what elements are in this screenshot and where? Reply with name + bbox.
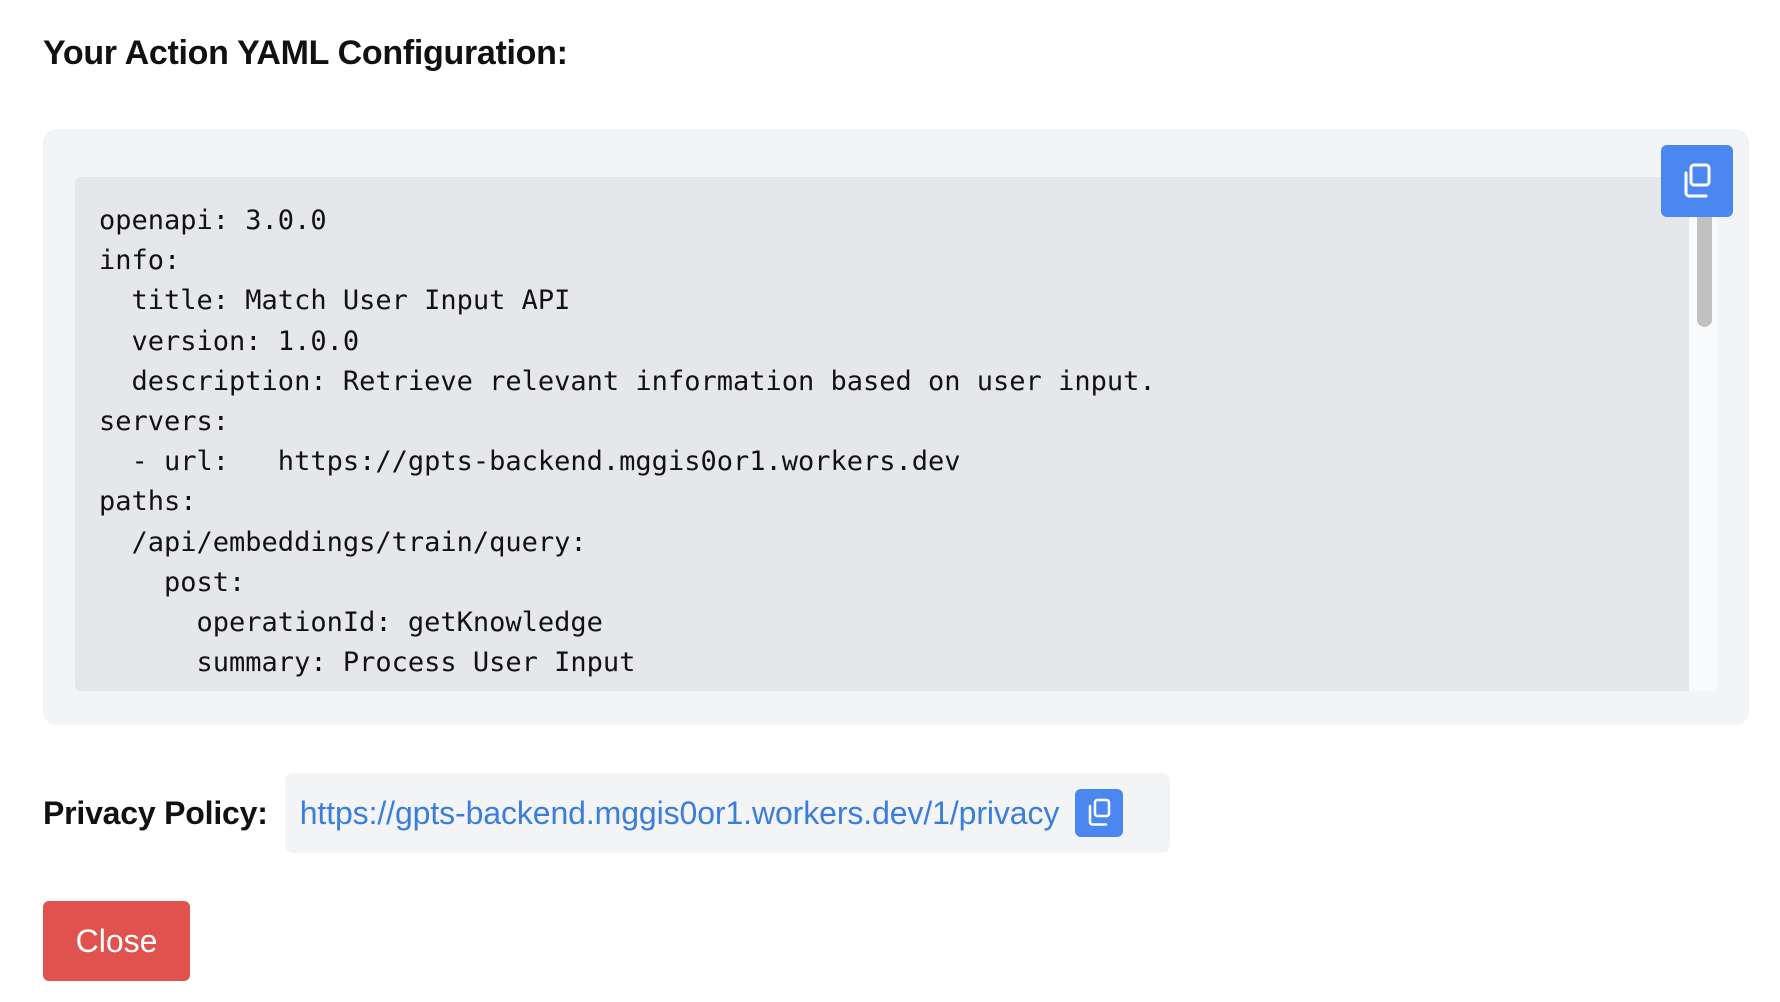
privacy-policy-box: https://gpts-backend.mggis0or1.workers.d…	[284, 773, 1170, 853]
yaml-scrollbar-thumb[interactable]	[1697, 207, 1712, 327]
copy-yaml-button[interactable]	[1661, 145, 1733, 217]
page-title: Your Action YAML Configuration:	[43, 34, 568, 72]
yaml-line: version: 1.0.0	[99, 325, 360, 357]
close-button[interactable]: Close	[43, 901, 190, 981]
yaml-line: description: Retrieve relevant informati…	[99, 365, 1156, 397]
clipboard-copy-icon	[1684, 163, 1711, 198]
yaml-line: paths:	[99, 486, 197, 518]
privacy-policy-label: Privacy Policy:	[43, 794, 268, 831]
yaml-code-viewport[interactable]: openapi: 3.0.0 info: title: Match User I…	[75, 177, 1717, 691]
clipboard-copy-icon	[1089, 798, 1111, 826]
yaml-line: /api/embeddings/train/query:	[99, 526, 587, 558]
yaml-code-block: openapi: 3.0.0 info: title: Match User I…	[75, 177, 1717, 683]
yaml-line: - url: https://gpts-backend.mggis0or1.wo…	[99, 446, 961, 478]
copy-privacy-url-button[interactable]	[1075, 789, 1124, 837]
yaml-line: summary: Process User Input	[99, 647, 636, 679]
yaml-line: info:	[99, 245, 181, 277]
yaml-scrollbar[interactable]	[1688, 177, 1717, 691]
yaml-line: operationId: getKnowledge	[99, 607, 603, 639]
privacy-policy-link[interactable]: https://gpts-backend.mggis0or1.workers.d…	[299, 794, 1060, 831]
yaml-panel: openapi: 3.0.0 info: title: Match User I…	[43, 129, 1749, 725]
yaml-line: post:	[99, 566, 246, 598]
yaml-line: openapi: 3.0.0	[99, 205, 327, 236]
yaml-line: title: Match User Input API	[99, 285, 571, 317]
privacy-policy-row: Privacy Policy: https://gpts-backend.mgg…	[43, 773, 1170, 853]
yaml-config-dialog: Your Action YAML Configuration: openapi:…	[43, 0, 1749, 1002]
yaml-line: servers:	[99, 406, 230, 438]
